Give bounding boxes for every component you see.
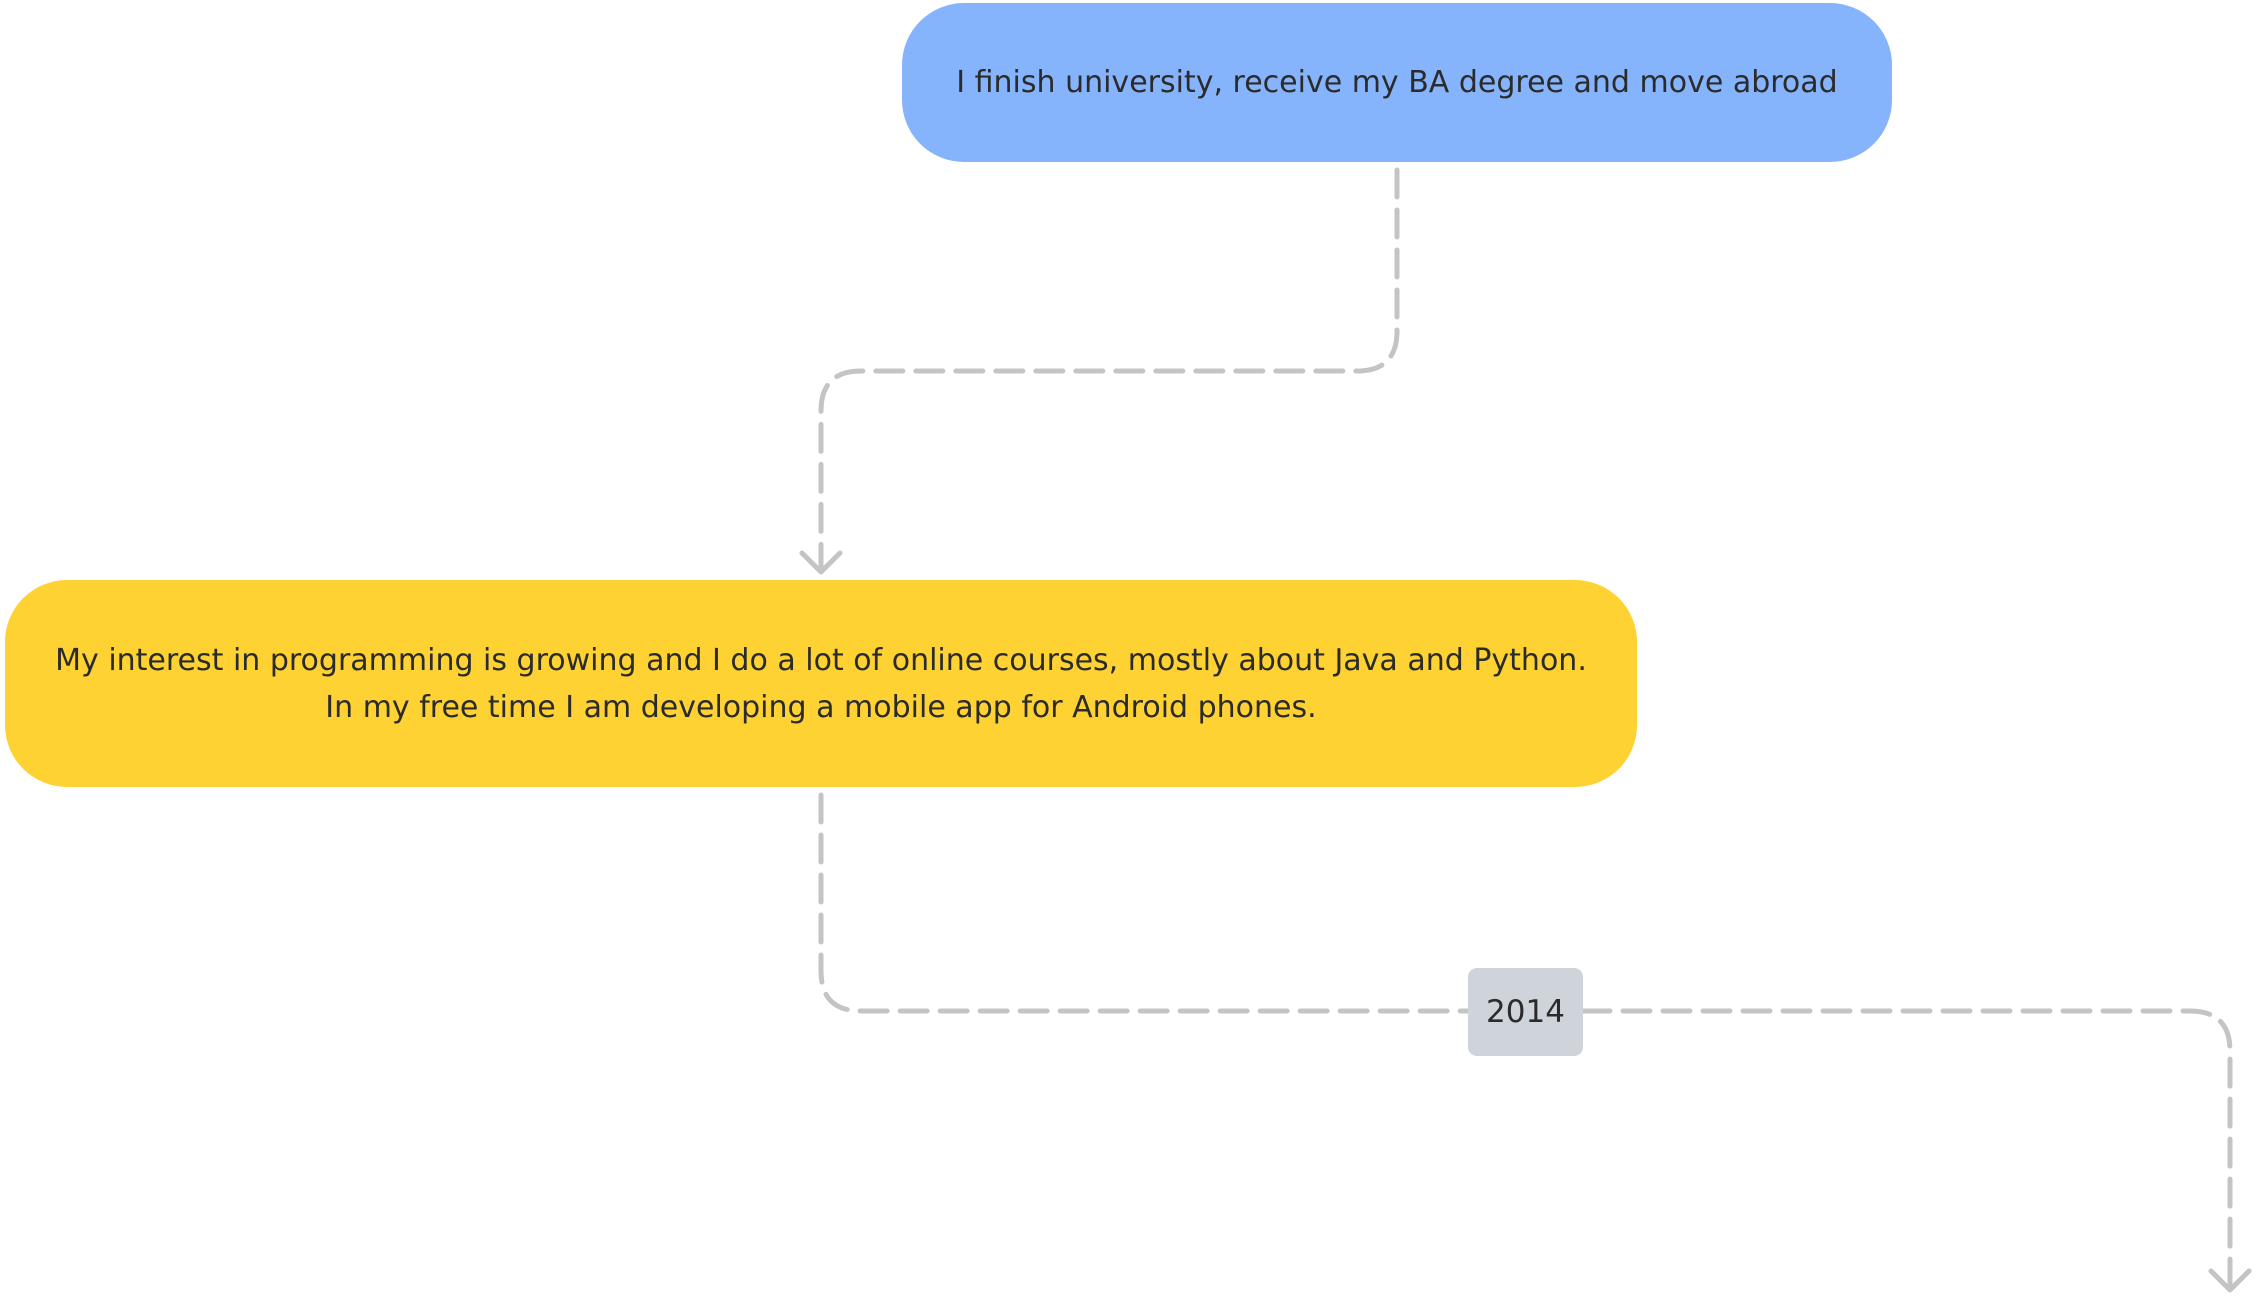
node-programming-interest-line-2: In my free time I am developing a mobile…	[325, 689, 1317, 725]
arrowhead-yellow-node	[799, 550, 843, 575]
edge-year-label-text: 2014	[1486, 994, 1565, 1030]
connector-yellow-to-next	[818, 792, 2233, 1288]
edge-year-label[interactable]: 2014	[1468, 968, 1583, 1056]
node-moved-abroad[interactable]: I finish university, receive my BA degre…	[902, 3, 1892, 162]
node-programming-interest[interactable]: My interest in programming is growing an…	[5, 580, 1637, 787]
connector-blue-to-yellow	[818, 167, 1400, 571]
node-programming-interest-line-1: My interest in programming is growing an…	[55, 642, 1587, 678]
node-moved-abroad-text: I finish university, receive my BA degre…	[956, 65, 1838, 100]
arrowhead-next-node	[2208, 1268, 2252, 1293]
